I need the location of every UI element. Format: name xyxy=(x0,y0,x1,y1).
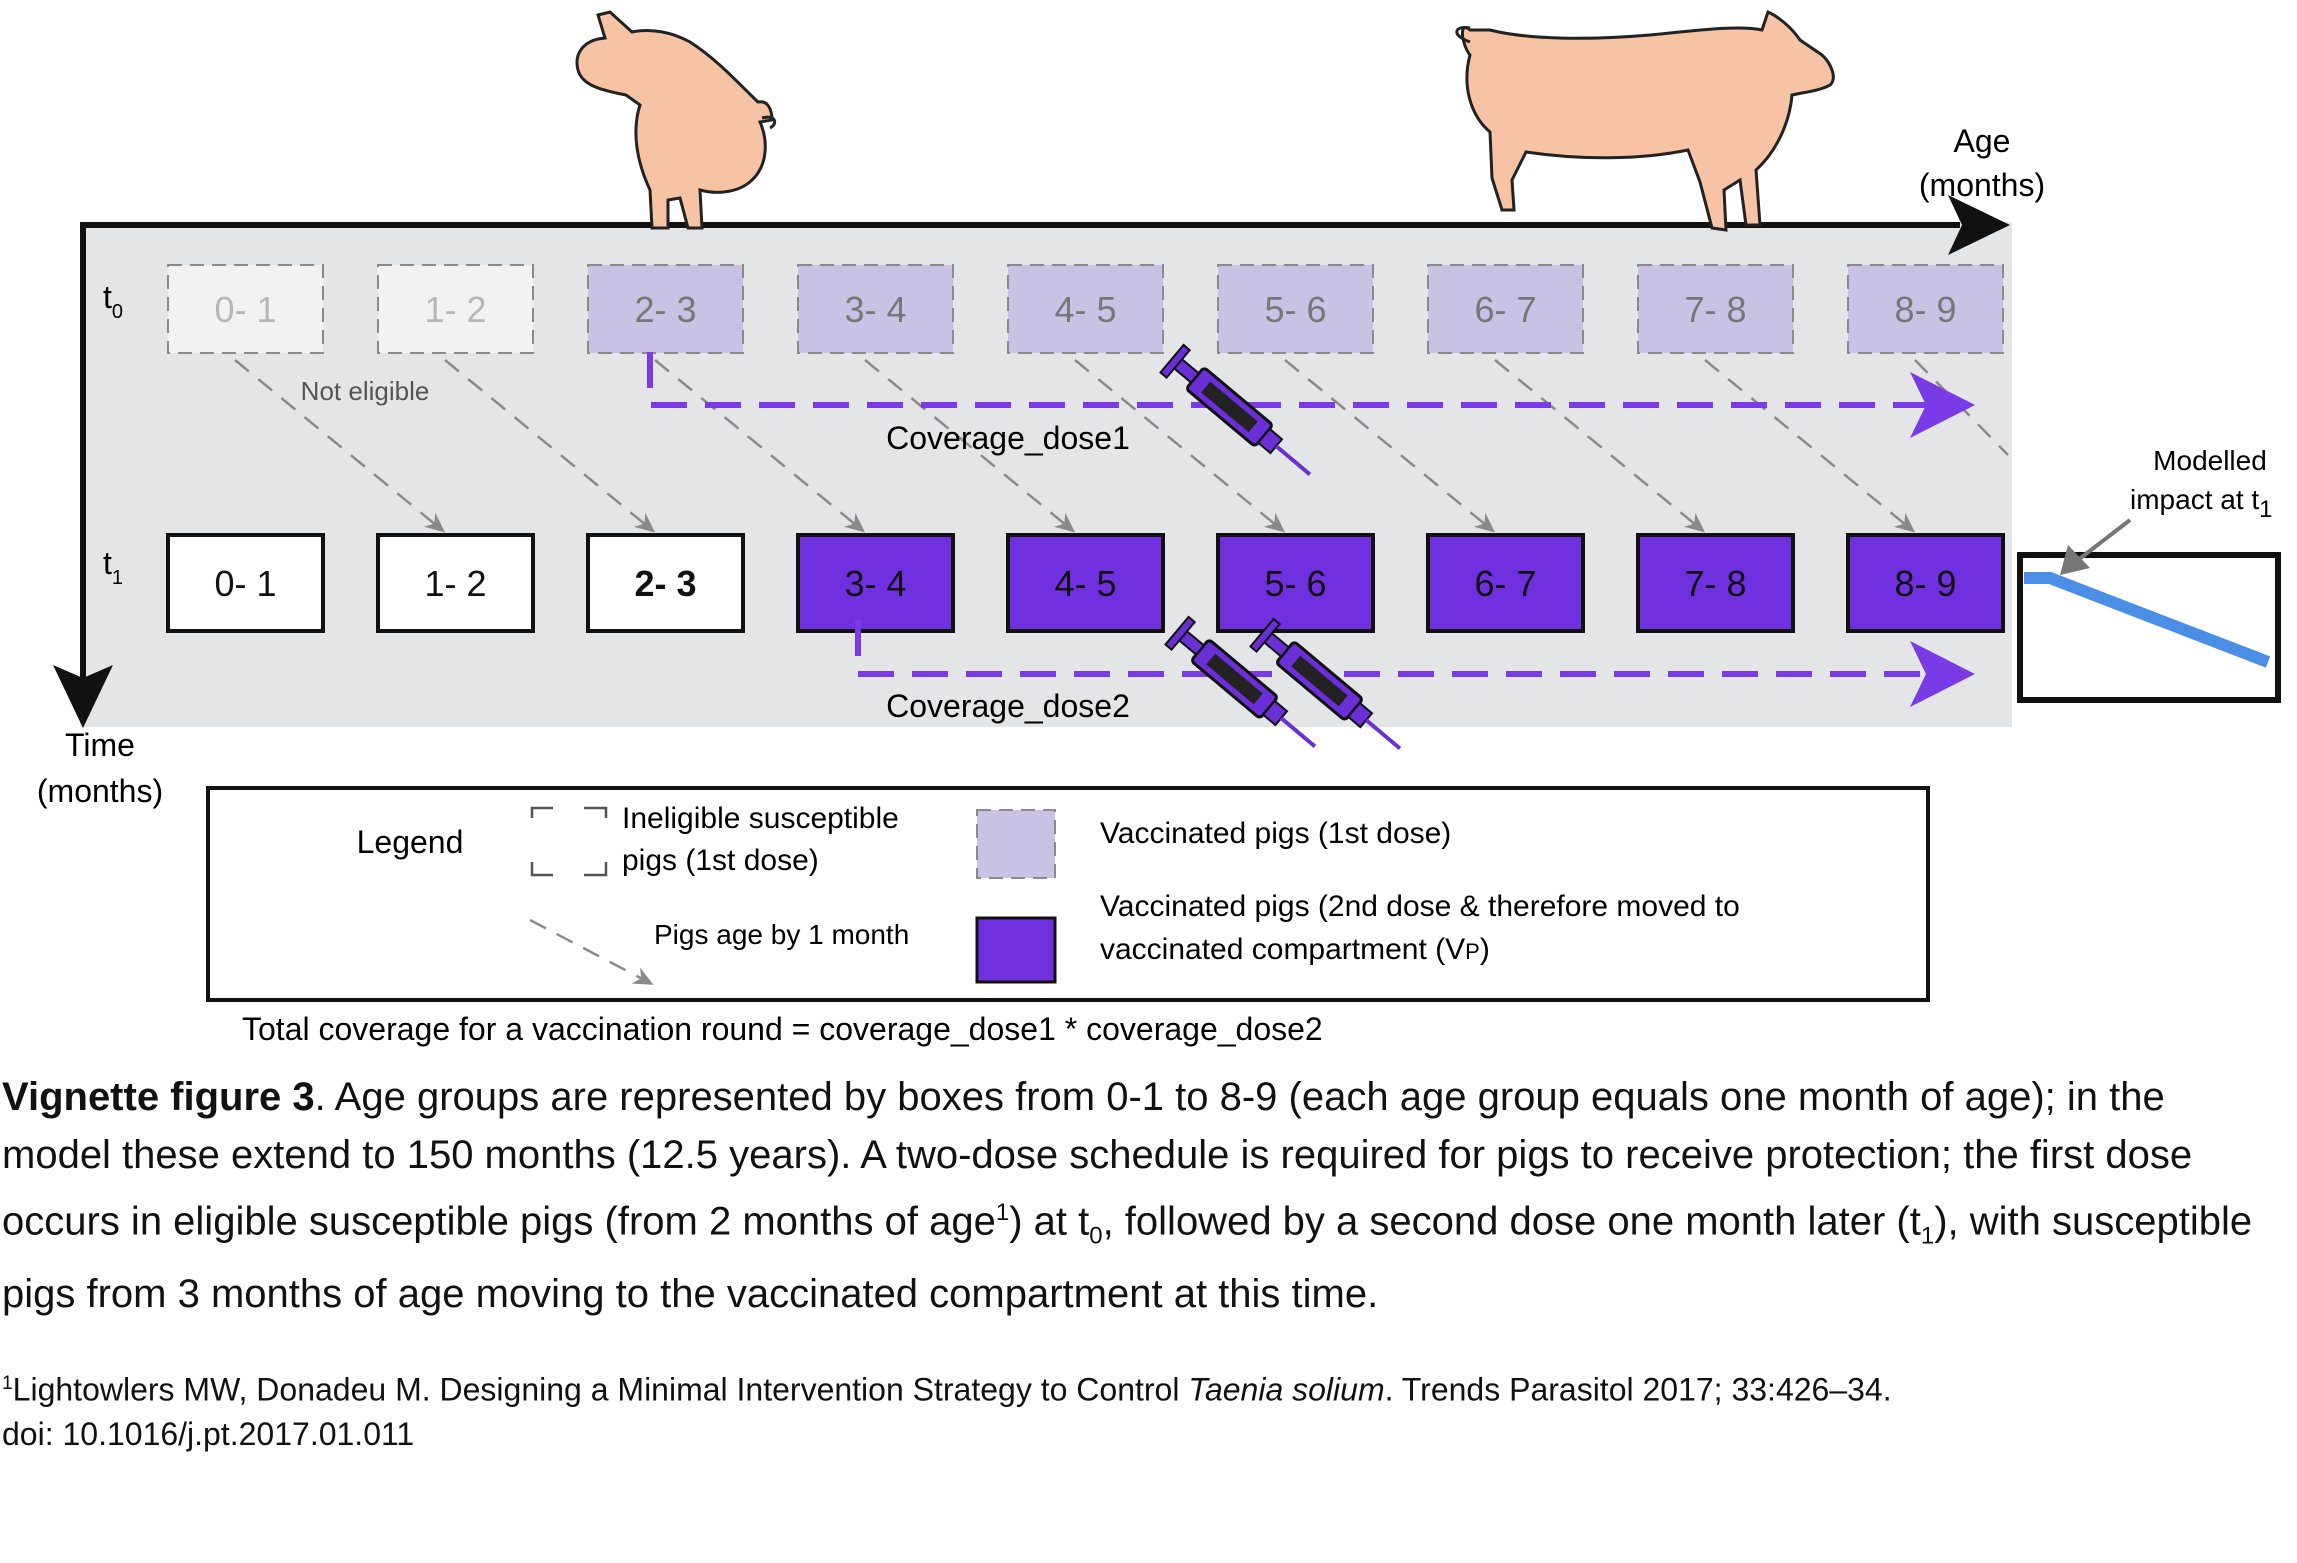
reference-footnote: 1Lightowlers MW, Donadeu M. Designing a … xyxy=(2,1371,1892,1452)
t1-age-group-box: 5- 6 xyxy=(1216,533,1375,633)
total-coverage-formula: Total coverage for a vaccination round =… xyxy=(242,1011,1323,1047)
legend-aging-arrow xyxy=(529,918,654,985)
t0-age-group-box: 2- 3 xyxy=(587,264,744,354)
t0-age-group-box: 0- 1 xyxy=(167,264,324,354)
legend-pigs-age: Pigs age by 1 month xyxy=(654,919,909,950)
aging-arrow xyxy=(1284,359,1496,533)
aging-arrow xyxy=(654,359,866,533)
syringe-icon xyxy=(1249,617,1402,750)
legend-vaccinated-2nd-line2: vaccinated compartment (VP) xyxy=(1100,933,1490,966)
coverage-dose1-label: Coverage_dose1 xyxy=(886,420,1130,456)
t0-age-group-label: 7- 8 xyxy=(1684,289,1746,330)
t0-age-group-box: 8- 9 xyxy=(1847,264,2004,354)
t1-age-group-label: 0- 1 xyxy=(214,563,276,604)
modelled-impact-line xyxy=(2024,572,2271,668)
modelled-impact-pointer xyxy=(2060,518,2132,575)
t0-age-group-label: 4- 5 xyxy=(1054,289,1116,330)
t0-age-group-box: 4- 5 xyxy=(1007,264,1164,354)
t1-age-group-box: 0- 1 xyxy=(166,533,325,633)
t1-age-group-label: 4- 5 xyxy=(1054,563,1116,604)
legend-title: Legend xyxy=(357,824,464,860)
figure-caption: Vignette figure 3. Age groups are repres… xyxy=(2,1075,2253,1317)
t1-age-group-box: 6- 7 xyxy=(1426,533,1585,633)
caption-title: Vignette figure 3 xyxy=(2,1075,315,1119)
age-axis-label-line1: Age xyxy=(1954,123,2011,159)
t0-age-group-label: 8- 9 xyxy=(1894,289,1956,330)
aging-arrow xyxy=(864,359,1076,533)
t0-age-group-box: 3- 4 xyxy=(797,264,954,354)
t0-age-group-label: 6- 7 xyxy=(1474,289,1536,330)
t1-age-group-box: 2- 3 xyxy=(586,533,745,633)
t0-age-group-box: 5- 6 xyxy=(1217,264,1374,354)
t1-age-group-box: 1- 2 xyxy=(376,533,535,633)
young-pig-icon xyxy=(575,10,777,230)
aging-arrow xyxy=(444,359,656,533)
footnote-doi: doi: 10.1016/j.pt.2017.01.011 xyxy=(2,1415,415,1452)
t1-age-group-label: 1- 2 xyxy=(424,563,486,604)
t1-age-group-label: 5- 6 xyxy=(1264,563,1326,604)
coverage-dose2-arrow xyxy=(855,620,1975,707)
t1-age-group-label: 6- 7 xyxy=(1474,563,1536,604)
adult-pig-icon xyxy=(1455,9,1835,232)
t1-age-group-box: 4- 5 xyxy=(1006,533,1165,633)
t0-age-group-label: 1- 2 xyxy=(424,289,486,330)
aging-arrow xyxy=(234,359,446,533)
t0-age-group-row: 0- 1 1- 2 2- 3 3- 4 4- 5 5- 6 6- 7 7- 8 8- 9 xyxy=(167,264,2004,354)
aging-arrow xyxy=(1494,359,1706,533)
t1-age-group-label: 2- 3 xyxy=(634,563,696,604)
legend-dose2-swatch xyxy=(975,916,1057,984)
age-axis-label-line2: (months) xyxy=(1919,167,2045,203)
time-axis-label-line1: Time xyxy=(65,727,135,763)
legend-dose1-swatch xyxy=(976,809,1056,879)
t0-age-group-label: 0- 1 xyxy=(214,289,276,330)
legend-vaccinated-2nd-line1: Vaccinated pigs (2nd dose & therefore mo… xyxy=(1100,890,1740,923)
time-axis-label-line2: (months) xyxy=(37,773,163,809)
t0-age-group-label: 2- 3 xyxy=(634,289,696,330)
t0-age-group-box: 6- 7 xyxy=(1427,264,1584,354)
syringe-icon xyxy=(1159,343,1312,476)
coverage-dose2-label: Coverage_dose2 xyxy=(886,688,1130,724)
vaccination-diagram: Age (months) Time (months) t0 t1 0- 1 1- … xyxy=(37,9,2281,1047)
t0-age-group-label: 3- 4 xyxy=(844,289,906,330)
time-axis-arrowhead xyxy=(53,665,113,728)
age-axis-arrowhead xyxy=(1948,195,2010,255)
row-label-t1: t1 xyxy=(103,545,123,589)
t1-age-group-label: 7- 8 xyxy=(1684,563,1746,604)
modelled-impact-label-line1: Modelled xyxy=(2153,445,2267,476)
aging-arrow xyxy=(1074,359,1286,533)
not-eligible-label: Not eligible xyxy=(301,376,430,406)
t1-age-group-box: 7- 8 xyxy=(1636,533,1795,633)
modelled-impact-label-line2: impact at t1 xyxy=(2130,484,2273,523)
t1-age-group-label: 3- 4 xyxy=(844,563,906,604)
t0-age-group-box: 1- 2 xyxy=(377,264,534,354)
legend-ineligible-line2: pigs (1st dose) xyxy=(622,844,819,877)
legend-ineligible-line1: Ineligible susceptible xyxy=(622,802,899,835)
t1-age-group-box: 3- 4 xyxy=(796,533,955,633)
t1-age-group-row: 0- 1 1- 2 2- 3 3- 4 4- 5 5- 6 6- 7 7- 8 8- 9 xyxy=(166,533,2005,633)
legend-ineligible-swatch xyxy=(530,806,608,877)
t1-age-group-label: 8- 9 xyxy=(1894,563,1956,604)
legend-vaccinated-1st: Vaccinated pigs (1st dose) xyxy=(1100,817,1451,850)
row-label-t0: t0 xyxy=(103,279,123,323)
aging-arrow xyxy=(1704,359,1916,533)
coverage-dose1-arrow xyxy=(647,352,1975,438)
syringe-icon xyxy=(1164,615,1317,748)
t0-age-group-label: 5- 6 xyxy=(1264,289,1326,330)
t0-age-group-box: 7- 8 xyxy=(1637,264,1794,354)
legend-box xyxy=(206,786,1930,1002)
t1-age-group-box: 8- 9 xyxy=(1846,533,2005,633)
